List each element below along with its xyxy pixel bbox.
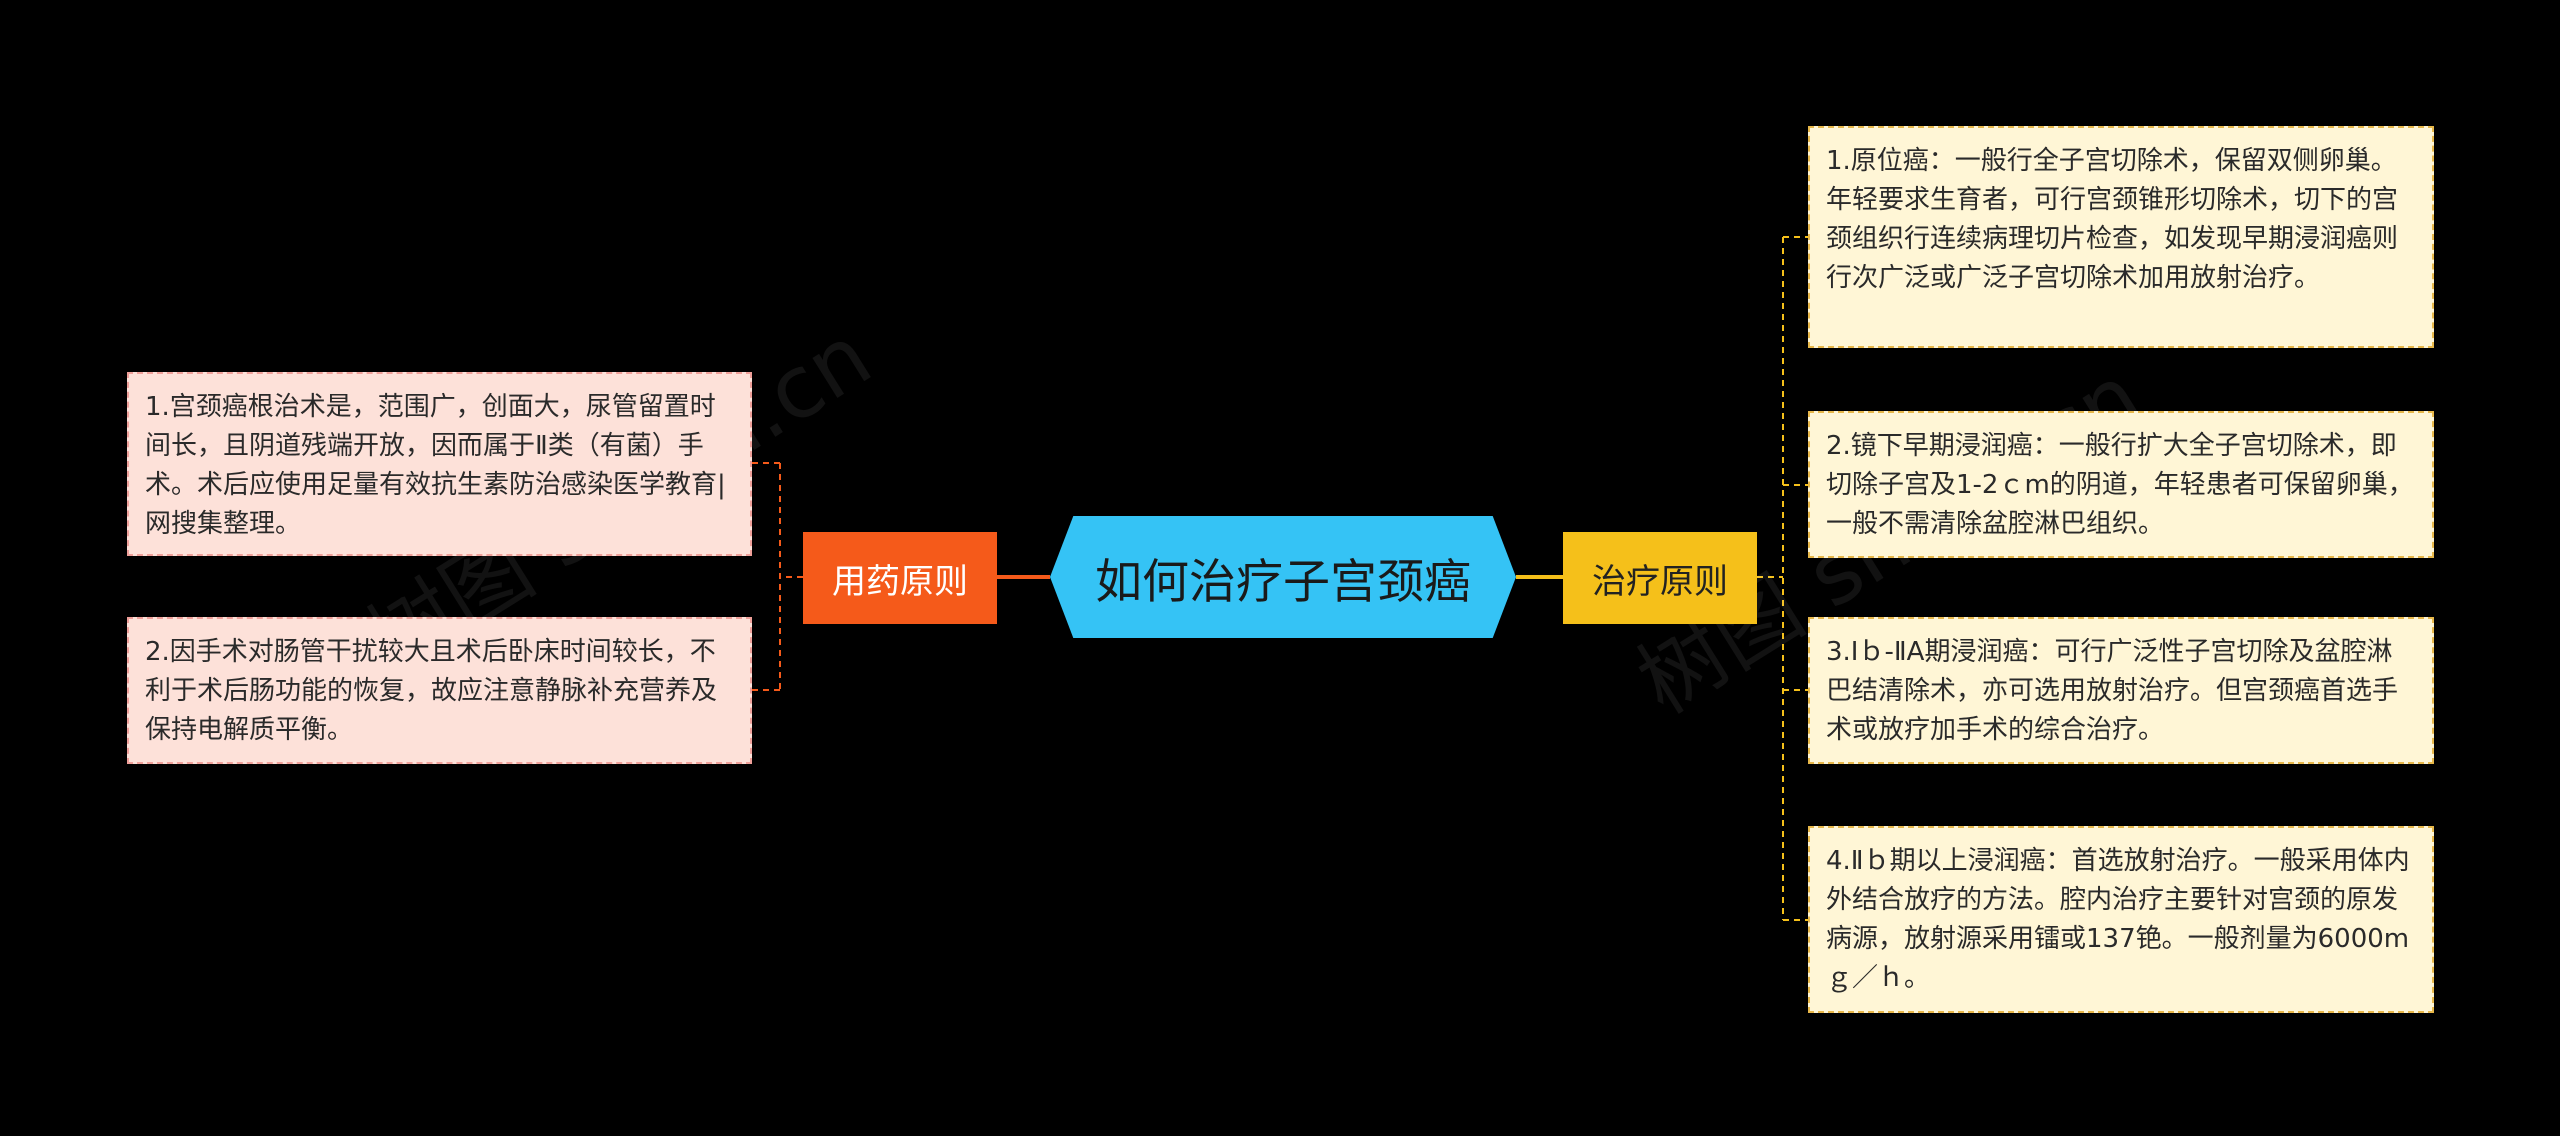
- leaf-treatment-4[interactable]: 4.Ⅱｂ期以上浸润癌：首选放射治疗。一般采用体内外结合放疗的方法。腔内治疗主要针…: [1808, 826, 2434, 1013]
- branch-medication-principles[interactable]: 用药原则: [803, 532, 997, 624]
- leaf-text: 2.因手术对肠管干扰较大且术后卧床时间较长，不利于术后肠功能的恢复，故应注意静脉…: [145, 637, 718, 745]
- leaf-medication-1[interactable]: 1.宫颈癌根治术是，范围广，创面大，尿管留置时间长，且阴道残端开放，因而属于Ⅱ类…: [127, 372, 752, 556]
- leaf-text: 4.Ⅱｂ期以上浸润癌：首选放射治疗。一般采用体内外结合放疗的方法。腔内治疗主要针…: [1826, 846, 2410, 993]
- branch-label: 用药原则: [832, 561, 968, 602]
- central-topic-label: 如何治疗子宫颈癌: [1095, 554, 1471, 610]
- leaf-text: 1.宫颈癌根治术是，范围广，创面大，尿管留置时间长，且阴道残端开放，因而属于Ⅱ类…: [145, 392, 726, 539]
- leaf-treatment-3[interactable]: 3.Ⅰｂ-ⅡA期浸润癌：可行广泛性子宫切除及盆腔淋巴结清除术，亦可选用放射治疗。…: [1808, 617, 2434, 764]
- right-leaf-connector: [1757, 236, 1808, 921]
- central-topic[interactable]: 如何治疗子宫颈癌: [1050, 516, 1516, 638]
- leaf-text: 1.原位癌：一般行全子宫切除术，保留双侧卵巢。年轻要求生育者，可行宫颈锥形切除术…: [1826, 146, 2399, 293]
- left-leaf-connector: [752, 462, 803, 691]
- leaf-treatment-2[interactable]: 2.镜下早期浸润癌：一般行扩大全子宫切除术，即切除子宫及1-2ｃm的阴道，年轻患…: [1808, 411, 2434, 558]
- branch-treatment-principles[interactable]: 治疗原则: [1563, 532, 1757, 624]
- leaf-text: 2.镜下早期浸润癌：一般行扩大全子宫切除术，即切除子宫及1-2ｃm的阴道，年轻患…: [1826, 431, 2414, 539]
- leaf-text: 3.Ⅰｂ-ⅡA期浸润癌：可行广泛性子宫切除及盆腔淋巴结清除术，亦可选用放射治疗。…: [1826, 637, 2399, 745]
- leaf-treatment-1[interactable]: 1.原位癌：一般行全子宫切除术，保留双侧卵巢。年轻要求生育者，可行宫颈锥形切除术…: [1808, 126, 2434, 348]
- branch-label: 治疗原则: [1592, 561, 1728, 602]
- leaf-medication-2[interactable]: 2.因手术对肠管干扰较大且术后卧床时间较长，不利于术后肠功能的恢复，故应注意静脉…: [127, 617, 752, 764]
